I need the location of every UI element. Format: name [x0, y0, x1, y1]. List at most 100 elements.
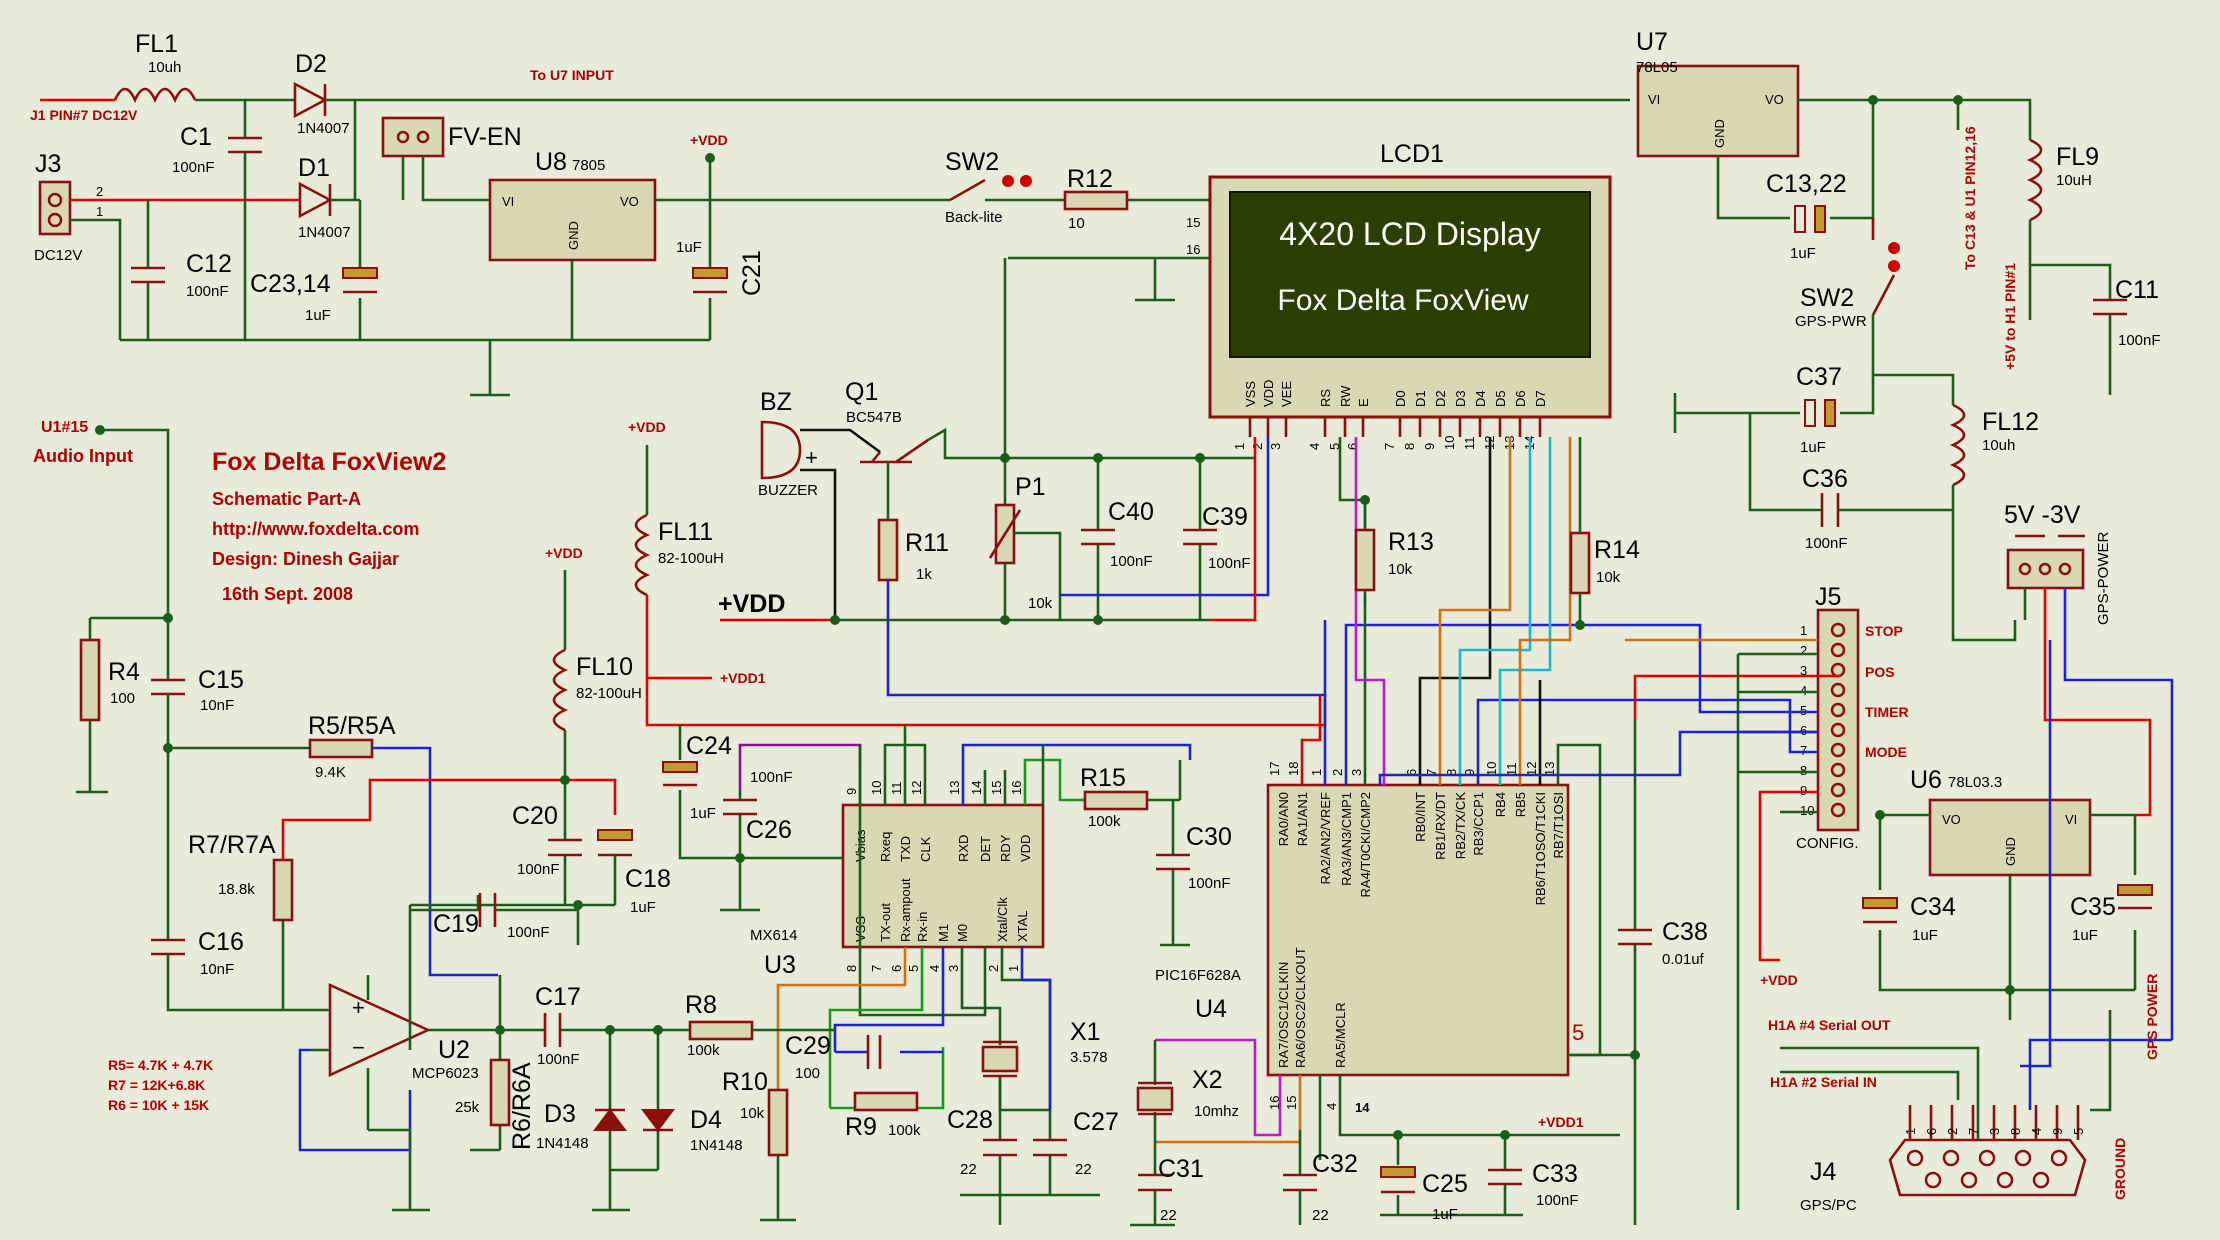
diode-d2: [293, 81, 328, 119]
lcd-pin-number: 8: [1402, 443, 1417, 450]
u3-top-pin-number: 10: [869, 781, 884, 795]
u4-bottom-pin-label: RA6/OSC2/CLKOUT: [1293, 947, 1308, 1068]
element-42: [366, 975, 412, 1130]
lcd-screen: [1229, 191, 1591, 358]
resistor-r13: [1354, 528, 1376, 592]
u4-top-pin-label: RB1/RX/DT: [1433, 792, 1448, 860]
c25-value: 1uF: [1432, 1206, 1458, 1223]
element-41: [283, 1008, 500, 1052]
gps-rail-label: 5V -3V: [2004, 501, 2081, 529]
u6-ref: U6: [1910, 766, 1942, 794]
buzzer-bz: [760, 420, 802, 480]
j3-ref: J3: [35, 150, 61, 178]
j4-pin-number: 2: [1945, 1128, 1960, 1135]
fl10-ref: FL10: [576, 653, 633, 681]
element-35: [163, 613, 173, 623]
c24-ref: C24: [686, 732, 732, 760]
capacitor-c24: [662, 761, 698, 773]
element-74: [960, 947, 1002, 1040]
fl12-ref: FL12: [1982, 408, 2039, 436]
lcd-pin-label: E: [1356, 398, 1371, 407]
element-28: [1093, 453, 1103, 463]
diode-d1: [298, 181, 333, 219]
c1-ref: C1: [180, 123, 212, 151]
lcd-pin-label: D6: [1513, 390, 1528, 407]
capacitor-c15: [151, 678, 185, 696]
j5-pin: [1830, 722, 1846, 738]
fl9-ref: FL9: [2056, 143, 2099, 171]
j4-pin: [1996, 1171, 2014, 1189]
u3-top-pin-label: VDD: [1018, 835, 1033, 862]
element-5: [1020, 175, 1032, 187]
q1-value: BC547B: [846, 409, 902, 426]
capacitor-c40: [1081, 528, 1115, 546]
r4-ref: R4: [108, 658, 140, 686]
j5-pin: [1830, 742, 1846, 758]
resistor-r7: [272, 858, 294, 922]
u4-top-pin-number: 1: [1309, 769, 1324, 776]
gps-power-section: U7 78L05 VI VO GND To C13 & U1 PIN12,16 …: [1636, 28, 2174, 1040]
switch-sw2-backlite: [949, 178, 986, 202]
c11-ref: C11: [2115, 276, 2159, 304]
u4-top-pin-label: RA2/AN2/VREF: [1318, 792, 1333, 885]
capacitor-c31: [1138, 1173, 1172, 1192]
element-10: [1888, 242, 1900, 254]
c20-ref: C20: [512, 802, 558, 830]
wire-audio: [76, 428, 170, 794]
lcd-pin-number: 3: [1268, 443, 1283, 450]
element-11: [1888, 260, 1900, 272]
r14-value: 10k: [1596, 569, 1621, 586]
j5-pin: [1830, 702, 1846, 718]
wire-vdd-bus: [720, 437, 1257, 622]
j4-pin: [1978, 1149, 1996, 1167]
c21-value: 1uF: [676, 239, 702, 256]
r13-value: 10k: [1388, 561, 1413, 578]
c24-value: 1uF: [690, 805, 716, 822]
gps-power-label: GPS-POWER: [2095, 531, 2112, 625]
title-block: Fox Delta FoxView2 Schematic Part-A http…: [212, 448, 446, 604]
u3-ref: U3: [764, 951, 796, 979]
u8-value: 7805: [572, 157, 605, 174]
capacitor-c26: [723, 798, 757, 816]
c39-value: 100nF: [1208, 555, 1251, 572]
resistor-r6: [489, 1058, 511, 1127]
r12-ref: R12: [1067, 165, 1113, 193]
u6-section: U6 78L03.3 VO VI GND C34 1uF C35 1uF: [1862, 625, 2153, 1020]
j4-value: GPS/PC: [1800, 1197, 1857, 1214]
u6-value: 78L03.3: [1948, 774, 2002, 791]
capacitor-c18: [597, 829, 633, 841]
c40-ref: C40: [1108, 498, 1154, 526]
lcd-pin-number: 4: [1307, 443, 1322, 450]
wire-gnd-bus: [120, 338, 710, 397]
u3-top-pin-label: CLK: [918, 836, 933, 862]
u8-vo-pin: VO: [620, 194, 639, 209]
c29-ref: C29: [785, 1032, 831, 1060]
r6-ref: R6/R6A: [508, 1062, 536, 1150]
c20-value: 100nF: [517, 861, 560, 878]
title-designer: Design: Dinesh Gajjar: [212, 549, 399, 569]
r13-ref: R13: [1388, 528, 1434, 556]
element-40: −: [352, 1035, 365, 1060]
net-label-to-u7: To U7 INPUT: [530, 67, 614, 83]
j5-mode: MODE: [1865, 744, 1907, 760]
lcd-pin-label: D5: [1493, 390, 1508, 407]
j5-pin-number: 3: [1800, 663, 1807, 678]
element-76: [1020, 947, 1052, 1110]
r7-ref: R7/R7A: [188, 831, 276, 859]
lcd-pin-number: 5: [1327, 443, 1342, 450]
j5-pin: [1830, 762, 1846, 778]
r10-value: 10k: [740, 1105, 765, 1122]
c16-ref: C16: [198, 928, 244, 956]
u3-value: MX614: [750, 927, 798, 944]
j5-value: CONFIG.: [1796, 835, 1859, 852]
u3-bottom-pin-label: Rx-ampout: [898, 878, 913, 942]
c38-value: 0.01uf: [1662, 951, 1705, 968]
element-95: [1438, 437, 1512, 785]
connector-j5: [1816, 608, 1860, 832]
capacitor-c33: [1488, 1168, 1522, 1186]
crystal-x1: [981, 1045, 1019, 1073]
lcd-pin-label: RW: [1338, 385, 1353, 407]
fl9-value: 10uH: [2056, 172, 2092, 189]
